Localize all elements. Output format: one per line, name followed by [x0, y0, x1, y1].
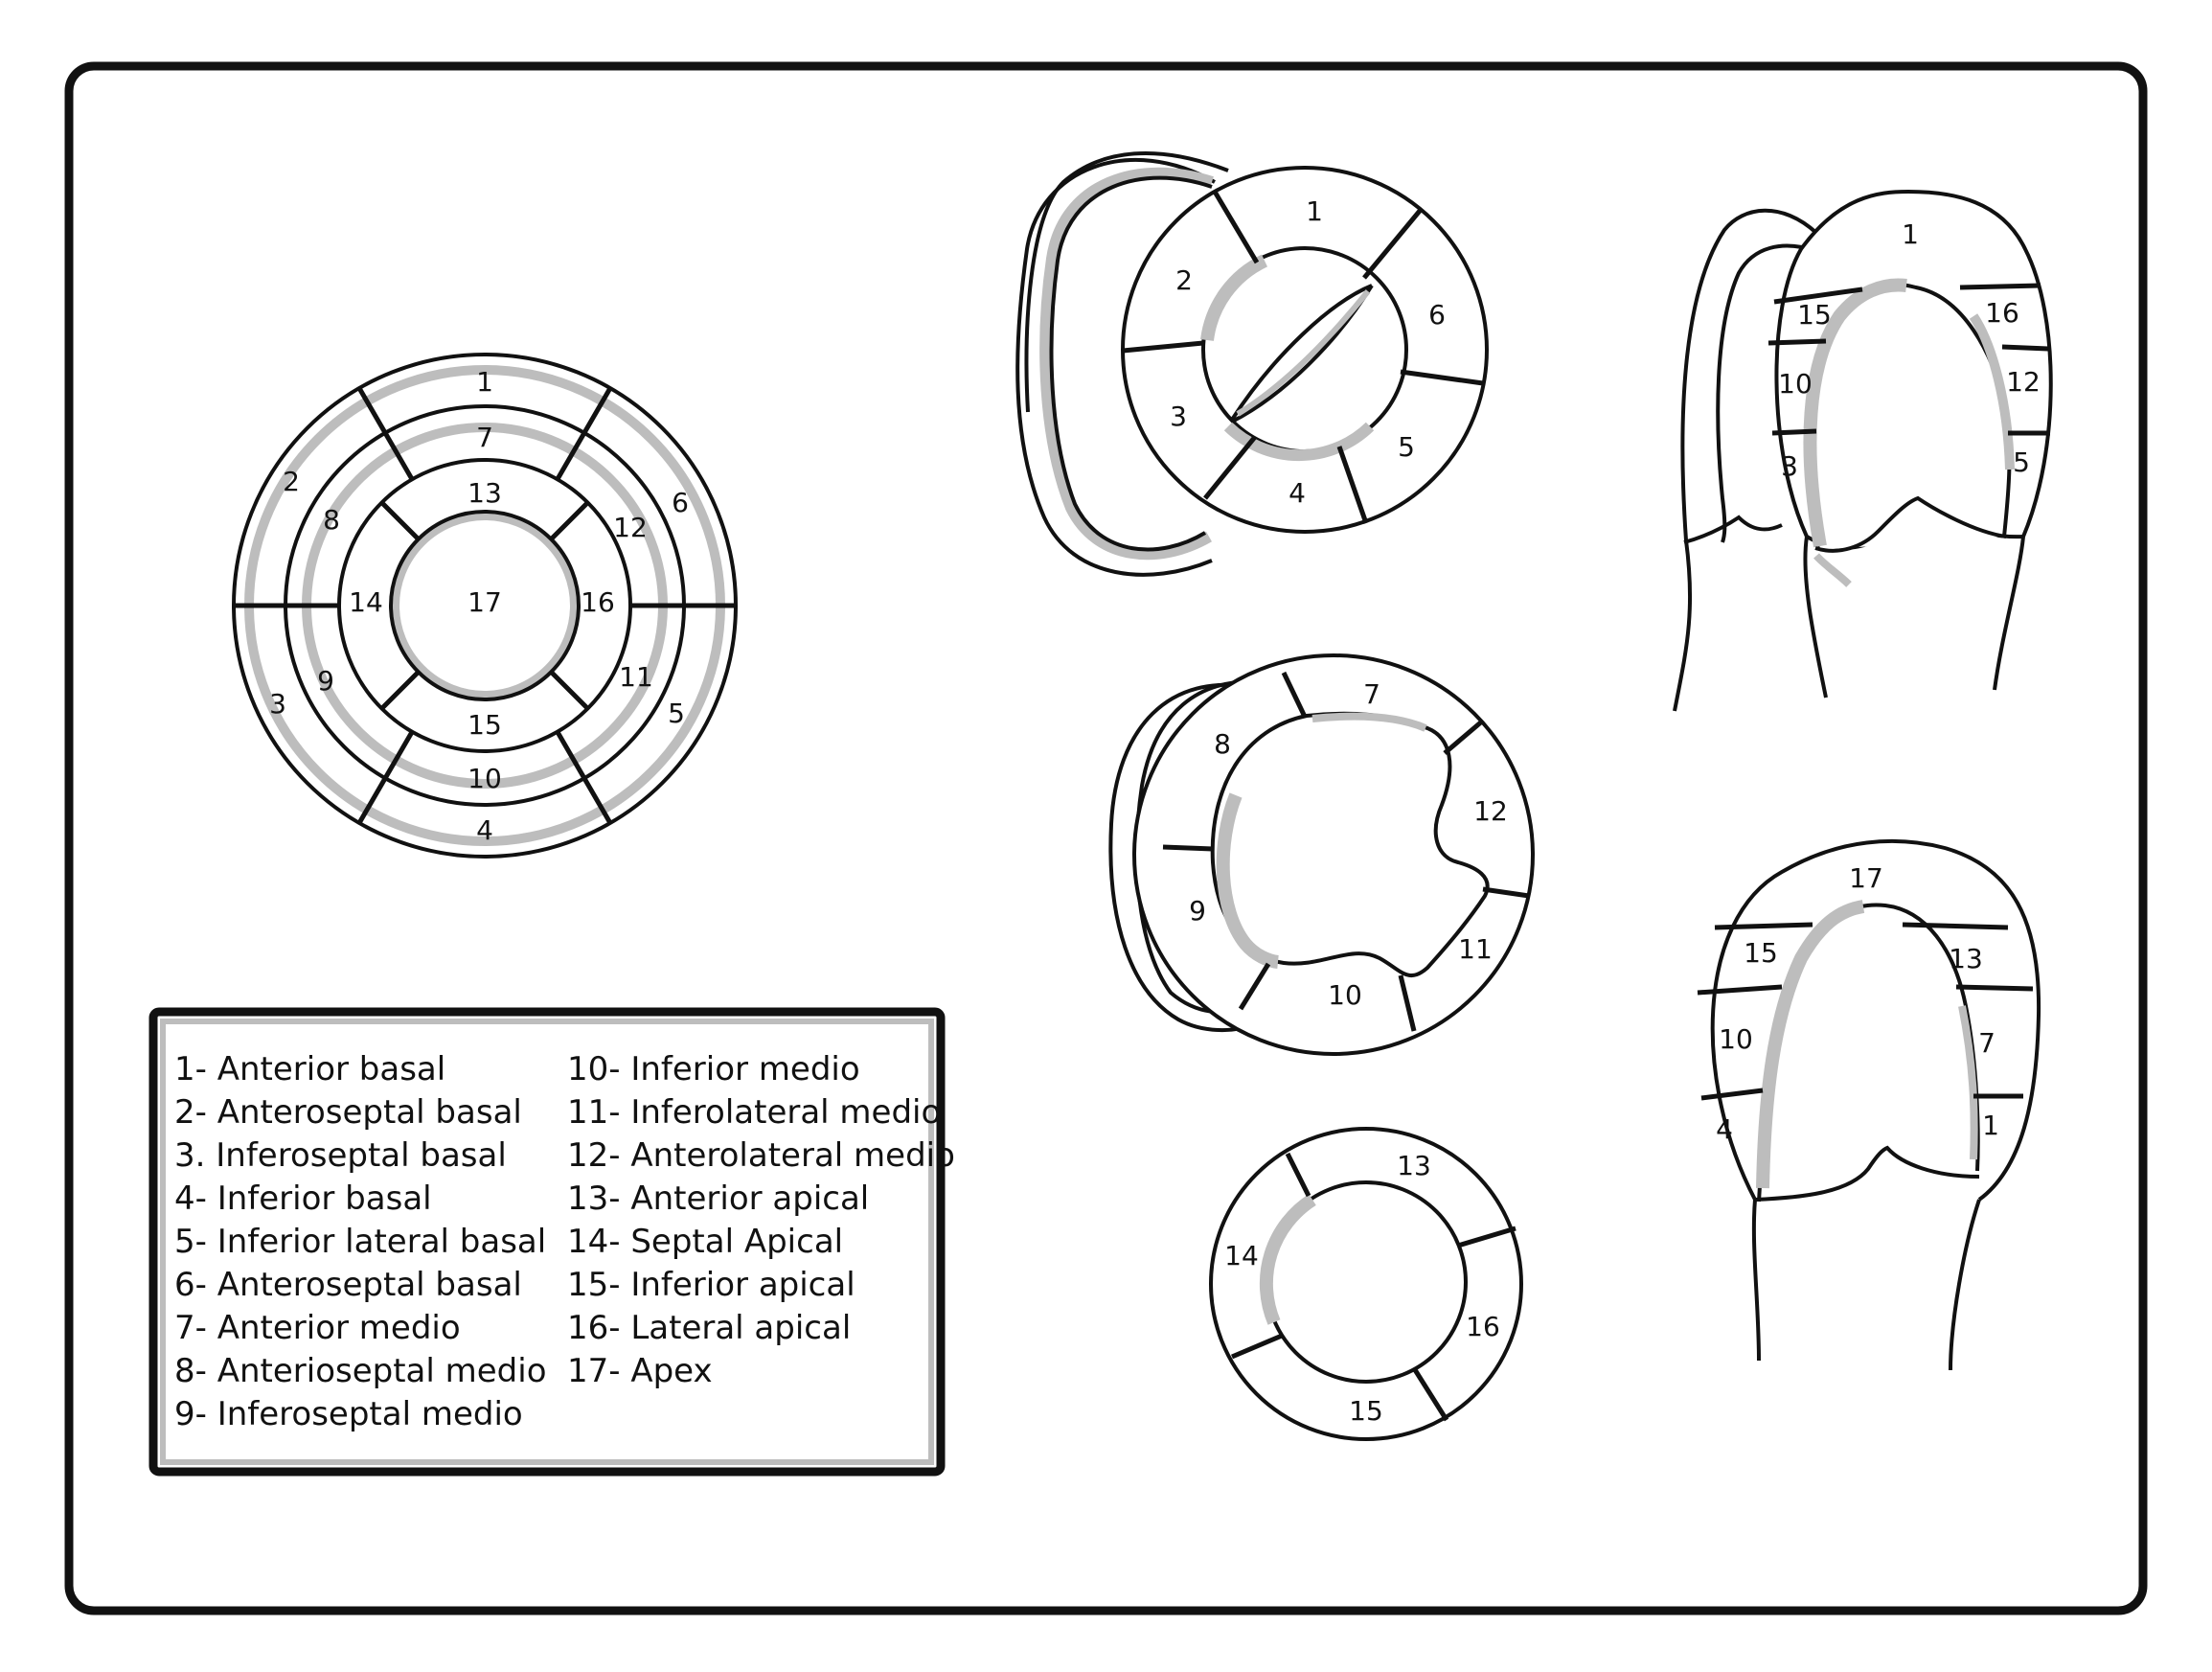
- basal-seg-1: 1: [1306, 195, 1323, 227]
- legend-box: [148, 1007, 946, 1477]
- long-axis-bottom-labels: 17 15 13 10 7 4 1: [1716, 862, 1999, 1145]
- bullseye-labels: 1 2 3 4 5 6 7 8 9 10 11 12 13 14 15 16 1…: [269, 366, 689, 846]
- mid-short-axis-view: [1108, 653, 1535, 1056]
- long-bottom-seg-4: 4: [1716, 1113, 1733, 1145]
- legend-col-2: 10- Inferior medio 11- Inferolateral med…: [567, 1050, 955, 1390]
- bullseye-seg-6: 6: [672, 487, 689, 518]
- mid-seg-9: 9: [1189, 895, 1206, 927]
- apical-seg-15: 15: [1349, 1395, 1383, 1427]
- mid-seg-7: 7: [1363, 678, 1380, 710]
- legend-item: 15- Inferior apical: [567, 1266, 855, 1304]
- long-top-seg-12: 12: [2006, 366, 2041, 398]
- bullseye-seg-9: 9: [317, 665, 334, 697]
- bullseye-seg-2: 2: [283, 466, 300, 497]
- legend-item: 8- Anterioseptal medio: [174, 1352, 547, 1390]
- bullseye-seg-11: 11: [619, 661, 653, 693]
- bullseye-seg-14: 14: [349, 586, 383, 618]
- mid-seg-11: 11: [1458, 933, 1493, 965]
- legend-item: 5- Inferior lateral basal: [174, 1223, 546, 1261]
- long-bottom-seg-13: 13: [1949, 943, 1983, 974]
- apical-seg-14: 14: [1224, 1240, 1259, 1271]
- long-bottom-seg-15: 15: [1744, 937, 1778, 969]
- mid-seg-12: 12: [1473, 795, 1508, 827]
- long-bottom-seg-1: 1: [1982, 1110, 1999, 1141]
- long-top-seg-16: 16: [1985, 297, 2019, 329]
- long-top-seg-1: 1: [1902, 218, 1919, 250]
- legend-col-1: 1- Anterior basal 2- Anteroseptal basal …: [174, 1050, 547, 1433]
- legend-item: 4- Inferior basal: [174, 1180, 432, 1218]
- legend-item: 12- Anterolateral medio: [567, 1136, 955, 1175]
- long-axis-top-view: [1673, 189, 2053, 712]
- bullseye-seg-17: 17: [467, 586, 502, 618]
- apical-seg-16: 16: [1466, 1311, 1500, 1342]
- bullseye-seg-4: 4: [476, 814, 493, 846]
- legend-item: 1- Anterior basal: [174, 1050, 445, 1088]
- apical-view-labels: 13 14 15 16: [1224, 1150, 1500, 1427]
- basal-seg-2: 2: [1175, 264, 1193, 296]
- legend-item: 11- Inferolateral medio: [567, 1093, 941, 1132]
- long-top-seg-5: 5: [2013, 447, 2030, 478]
- legend-item: 6- Anteroseptal basal: [174, 1266, 522, 1304]
- mid-seg-10: 10: [1328, 979, 1362, 1011]
- basal-short-axis-view: [1015, 150, 1489, 577]
- basal-seg-4: 4: [1288, 477, 1306, 509]
- legend-item: 3. Inferoseptal basal: [174, 1136, 507, 1175]
- long-top-seg-10: 10: [1778, 368, 1813, 400]
- legend-item: 17- Apex: [567, 1352, 713, 1390]
- bullseye-seg-15: 15: [467, 709, 502, 741]
- mid-view-labels: 7 8 9 10 11 12: [1189, 678, 1508, 1011]
- bullseye-seg-8: 8: [323, 504, 340, 536]
- legend-item: 9- Inferoseptal medio: [174, 1395, 523, 1433]
- bullseye-seg-1: 1: [476, 366, 493, 398]
- bullseye-seg-5: 5: [668, 698, 685, 729]
- apical-short-axis-view: [1209, 1127, 1523, 1441]
- long-bottom-seg-17: 17: [1849, 862, 1883, 894]
- bullseye-seg-12: 12: [613, 512, 648, 543]
- legend-item: 7- Anterior medio: [174, 1309, 461, 1347]
- basal-view-labels: 1 2 3 4 5 6: [1170, 195, 1446, 509]
- long-axis-bottom-view: [1697, 838, 2041, 1371]
- bullseye-seg-10: 10: [467, 763, 502, 794]
- bullseye-seg-13: 13: [467, 477, 502, 509]
- long-top-seg-3: 3: [1781, 450, 1798, 482]
- basal-seg-5: 5: [1398, 431, 1415, 463]
- legend-item: 10- Inferior medio: [567, 1050, 860, 1088]
- bullseye-seg-16: 16: [581, 586, 615, 618]
- legend-item: 13- Anterior apical: [567, 1180, 869, 1218]
- mid-seg-8: 8: [1214, 728, 1231, 760]
- long-top-seg-15: 15: [1797, 299, 1832, 331]
- basal-seg-6: 6: [1428, 299, 1446, 331]
- long-axis-top-labels: 1 15 16 10 12 3 5: [1778, 218, 2041, 482]
- legend-item: 16- Lateral apical: [567, 1309, 851, 1347]
- bullseye-seg-7: 7: [476, 422, 493, 453]
- long-bottom-seg-10: 10: [1719, 1023, 1753, 1055]
- long-bottom-seg-7: 7: [1978, 1027, 1995, 1059]
- legend-item: 14- Septal Apical: [567, 1223, 843, 1261]
- legend-item: 2- Anteroseptal basal: [174, 1093, 522, 1132]
- basal-seg-3: 3: [1170, 401, 1187, 432]
- apical-seg-13: 13: [1397, 1150, 1431, 1181]
- bullseye-seg-3: 3: [269, 688, 286, 720]
- bullseye-plot: [232, 353, 738, 859]
